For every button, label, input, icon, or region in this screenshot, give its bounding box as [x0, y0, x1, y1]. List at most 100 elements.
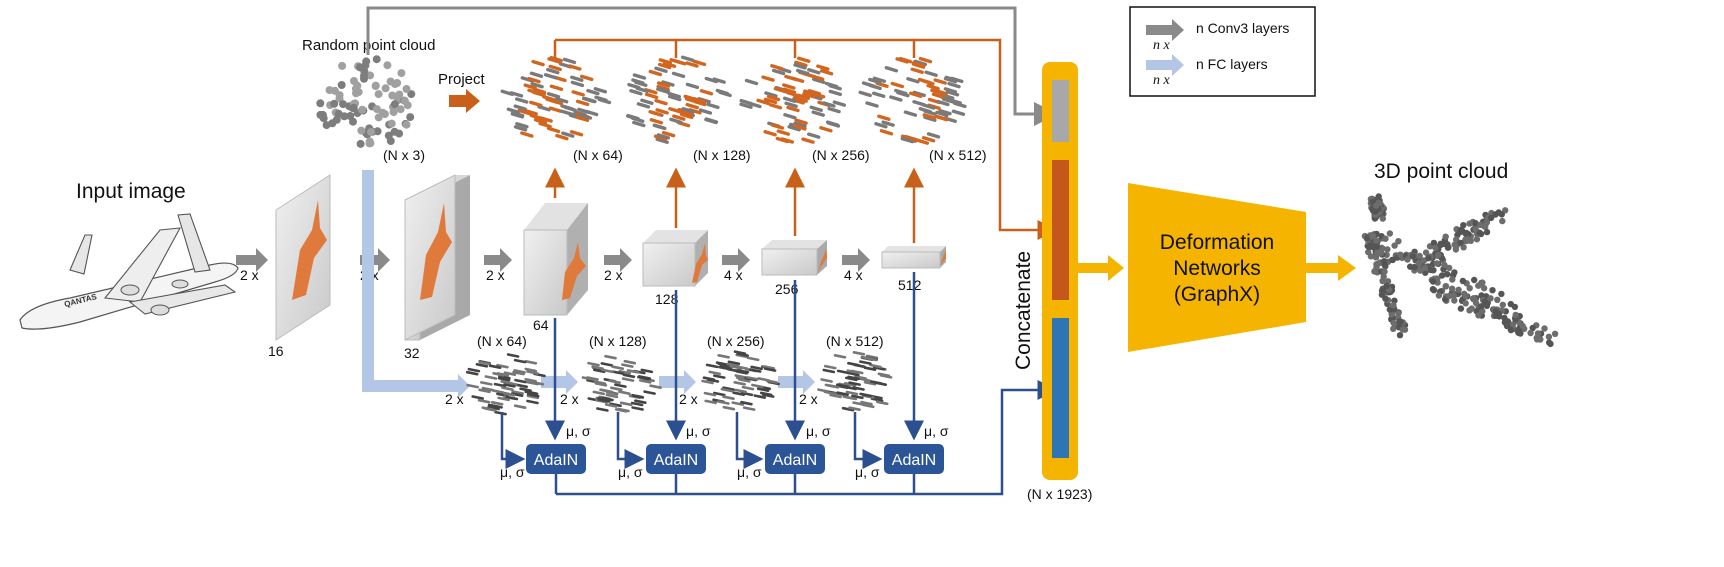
cloud-point [592, 390, 606, 396]
cloud-point [1381, 268, 1388, 275]
cloud-point [629, 88, 643, 96]
cloud-point [609, 402, 622, 408]
cloud-point [736, 352, 750, 357]
cloud-point [319, 114, 328, 123]
cloud-point [568, 64, 582, 71]
cloud-point [717, 353, 730, 359]
gray-bus [366, 6, 1058, 126]
cloud-point [1495, 310, 1503, 318]
cloud-point [1457, 239, 1464, 247]
cloud-point [1401, 326, 1409, 333]
cloud-point [915, 138, 929, 145]
cloud-point [773, 86, 788, 94]
cloud-point [515, 383, 529, 389]
cloud-point [943, 87, 958, 94]
cloud-point [529, 100, 543, 108]
cloud-point [657, 62, 672, 70]
cloud-point [529, 71, 544, 79]
cloud-point [1512, 311, 1519, 319]
feature-map-512 [881, 246, 946, 269]
cloud-point [852, 401, 865, 406]
cloud-point [367, 128, 375, 136]
cloud-point [756, 387, 770, 393]
fc-arrow [541, 370, 578, 394]
projected-dim-128: (N x 128) [693, 147, 751, 163]
cloud-point [705, 363, 719, 369]
cloud-point [842, 395, 856, 400]
cloud-point [604, 354, 617, 360]
cloud-point [1534, 330, 1542, 337]
feature-map-16 [275, 174, 331, 341]
cloud-point [845, 390, 859, 396]
cloud-point [1370, 244, 1377, 251]
conv-arrow [604, 248, 632, 272]
cloud-point [388, 91, 397, 100]
cloud-point [762, 365, 776, 370]
cloud-point [655, 108, 669, 115]
cloud-point [496, 363, 509, 369]
cloud-point [325, 86, 334, 95]
cloud-point [896, 90, 910, 98]
project-up-arrows [545, 167, 924, 243]
legend-conv-text: n Conv3 layers [1196, 20, 1289, 36]
channels-64: 64 [533, 317, 549, 333]
cloud-point [753, 394, 767, 399]
cloud-point [527, 88, 541, 95]
cloud-point [632, 120, 646, 128]
cloud-point [478, 360, 492, 366]
cloud-point [1373, 202, 1380, 209]
cloud-point [580, 74, 594, 82]
cloud-point [356, 63, 364, 72]
cloud-point [931, 92, 946, 100]
cloud-point [1378, 244, 1385, 251]
cloud-point [790, 76, 805, 83]
cloud-point [1451, 241, 1458, 248]
cloud-point [1483, 302, 1491, 309]
cloud-point [1377, 249, 1385, 257]
cloud-point [649, 117, 663, 125]
cloud-point [807, 132, 821, 139]
cloud-point [526, 392, 540, 398]
cloud-point [619, 401, 633, 407]
cloud-point [1390, 325, 1397, 332]
cloud-point [500, 89, 514, 97]
cloud-point [1464, 236, 1471, 243]
cloud-point [712, 391, 726, 397]
cloud-point [546, 67, 560, 75]
cloud-point [683, 94, 697, 102]
cloud-point [349, 103, 358, 112]
cloud-point [487, 405, 500, 411]
cloud-point [912, 90, 926, 98]
cloud-point [577, 107, 591, 115]
cloud-point [1390, 302, 1397, 309]
cloud-point [494, 410, 507, 416]
concat-dim: (N x 1923) [1027, 486, 1092, 502]
conv-arrows [236, 248, 870, 272]
cloud-point [1389, 256, 1396, 264]
cloud-point [776, 129, 790, 136]
cloud-point [811, 92, 826, 99]
cloud-point [890, 81, 904, 89]
cloud-point [726, 362, 740, 368]
cloud-point [362, 57, 371, 66]
cloud-point [578, 113, 593, 120]
cloud-point [497, 376, 511, 382]
cloud-point [547, 57, 561, 64]
cloud-point [1425, 255, 1432, 262]
cloud-point [621, 377, 635, 382]
cloud-point [488, 364, 502, 370]
cloud-point [512, 370, 525, 376]
cloud-point [366, 139, 375, 148]
adain-dim-128: (N x 128) [589, 333, 647, 349]
fc-repeat-4: 2 x [799, 391, 818, 407]
cloud-point [1435, 292, 1443, 299]
cloud-point [591, 365, 604, 370]
cloud-point [396, 105, 405, 114]
cloud-point [863, 380, 877, 386]
cloud-point [1415, 259, 1423, 267]
cloud-point [1472, 225, 1479, 233]
cloud-point [1417, 267, 1424, 274]
cloud-point [1379, 215, 1387, 222]
cloud-point [479, 381, 493, 386]
cloud-point [549, 55, 563, 63]
